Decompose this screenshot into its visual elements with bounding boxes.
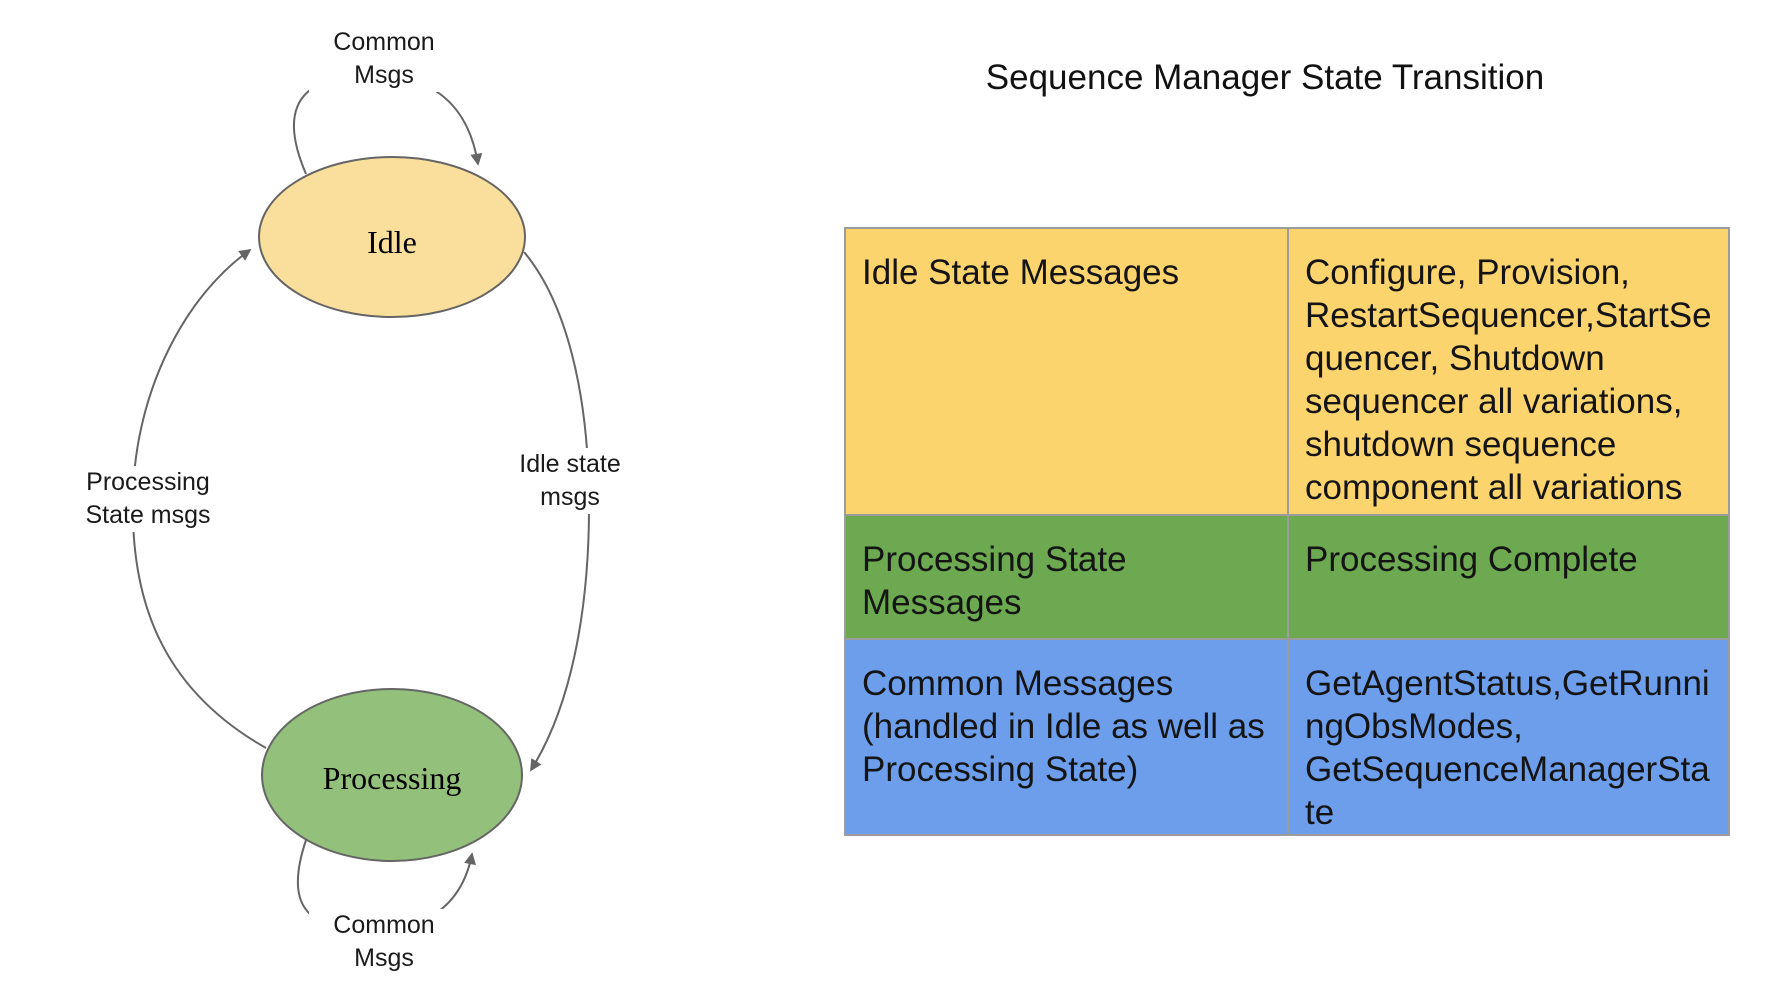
state-messages-table: Idle State Messages Configure, Provision… [844, 227, 1730, 836]
state-transition-diagram: Idle Processing Common Msgs Processing S… [0, 0, 740, 994]
cell-common-messages-label: Common Messages (handled in Idle as well… [846, 640, 1289, 834]
cell-common-messages-list: GetAgentStatus,GetRunningObsModes, GetSe… [1289, 640, 1728, 834]
right-panel: Sequence Manager State Transition Idle S… [740, 0, 1772, 994]
state-processing [261, 688, 523, 862]
state-idle-label: Idle [367, 224, 417, 260]
state-idle [258, 156, 526, 318]
diagram-svg: Idle Processing [131, 73, 591, 932]
cell-idle-state-messages: Configure, Provision, RestartSequencer,S… [1289, 229, 1728, 514]
edge-label-common-msgs-top: Common Msgs [309, 26, 459, 92]
edge-label-processing-state-msgs: Processing State msgs [58, 466, 238, 532]
table-row-idle-state: Idle State Messages Configure, Provision… [846, 229, 1728, 514]
edge-label-common-msgs-bottom: Common Msgs [309, 909, 459, 975]
table-row-common-messages: Common Messages (handled in Idle as well… [846, 638, 1728, 834]
page-title: Sequence Manager State Transition [985, 58, 1545, 97]
edge-label-idle-state-msgs: Idle state msgs [495, 448, 645, 514]
state-processing-label: Processing [323, 760, 462, 796]
cell-idle-state-label: Idle State Messages [846, 229, 1289, 514]
table-row-processing-state: Processing State Messages Processing Com… [846, 514, 1728, 638]
cell-processing-state-label: Processing State Messages [846, 516, 1289, 638]
cell-processing-state-messages: Processing Complete [1289, 516, 1728, 638]
